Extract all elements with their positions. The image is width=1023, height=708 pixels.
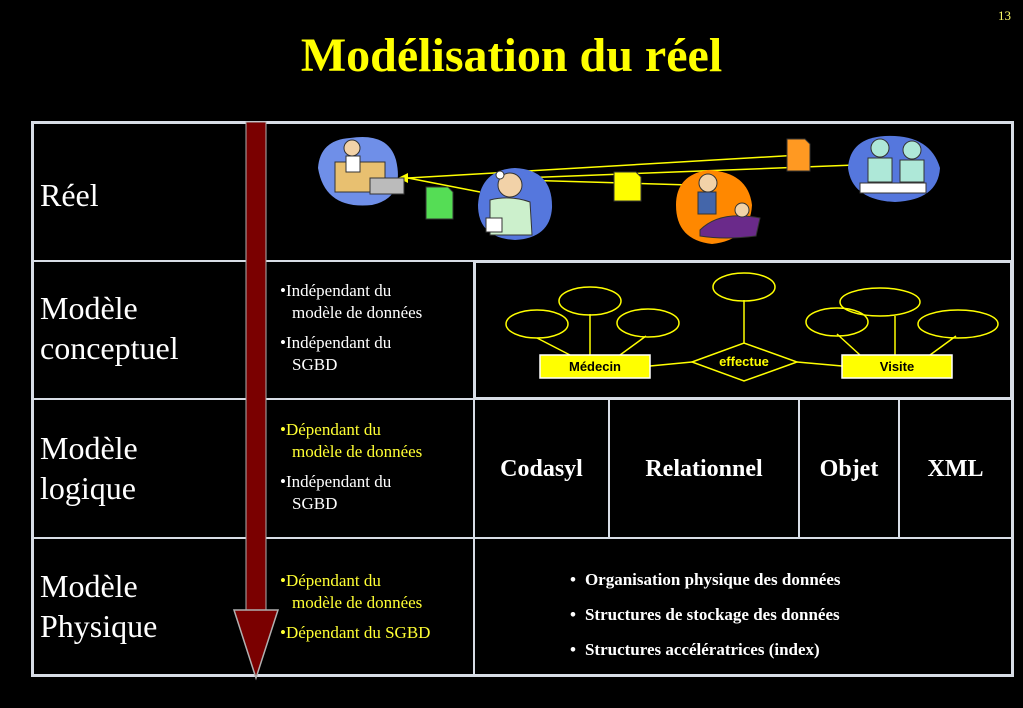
column-divider [473,260,475,677]
entity-visite-label: Visite [880,359,914,374]
level-label-reel: Réel [40,177,99,213]
consultation-icon [676,170,761,244]
list-item: Structures accélératrices (index) [570,632,841,667]
attribute-ovals [505,272,999,339]
office-worker-icon [318,136,405,206]
column-divider [898,398,900,537]
attribute-oval [616,308,680,338]
bullet-item: •Dépendant du SGBD [280,623,431,642]
document-icon [786,138,811,172]
relationship-effectue-diamond [689,342,800,382]
attribute-oval [917,309,999,339]
column-divider [608,398,610,537]
entity-visite-box [841,354,953,379]
list-item: Organisation physique des données [570,562,841,597]
model-objet: Objet [819,455,879,482]
entity-medecin-label: Médecin [569,359,621,374]
list-item: Structures de stockage des données [570,597,841,632]
attribute-oval [505,309,569,339]
slide-title: Modélisation du réel [300,29,723,82]
row-divider [31,398,1014,400]
er-diagram [536,300,957,367]
attribute-oval [805,307,869,337]
row-divider [31,260,1014,262]
model-codasyl: Codasyl [500,455,583,482]
entity-medecin-box [539,354,651,379]
physical-items-list: Organisation physique des données Struct… [570,562,841,667]
attribute-oval [839,287,921,317]
doctor-icon [478,168,553,240]
er-diagram-box [475,262,1011,398]
attribute-oval [712,272,776,302]
surgeons-icon [848,135,940,202]
model-relationnel: Relationnel [645,455,763,482]
column-divider [798,398,800,537]
abstraction-arrow [232,121,280,681]
attribute-oval [558,286,622,316]
row-divider [31,537,1014,539]
document-icon [613,171,642,202]
relationship-effectue-label: effectue [719,354,769,369]
page-number: 13 [998,8,1011,23]
model-xml: XML [927,455,984,482]
document-icon [425,186,454,220]
